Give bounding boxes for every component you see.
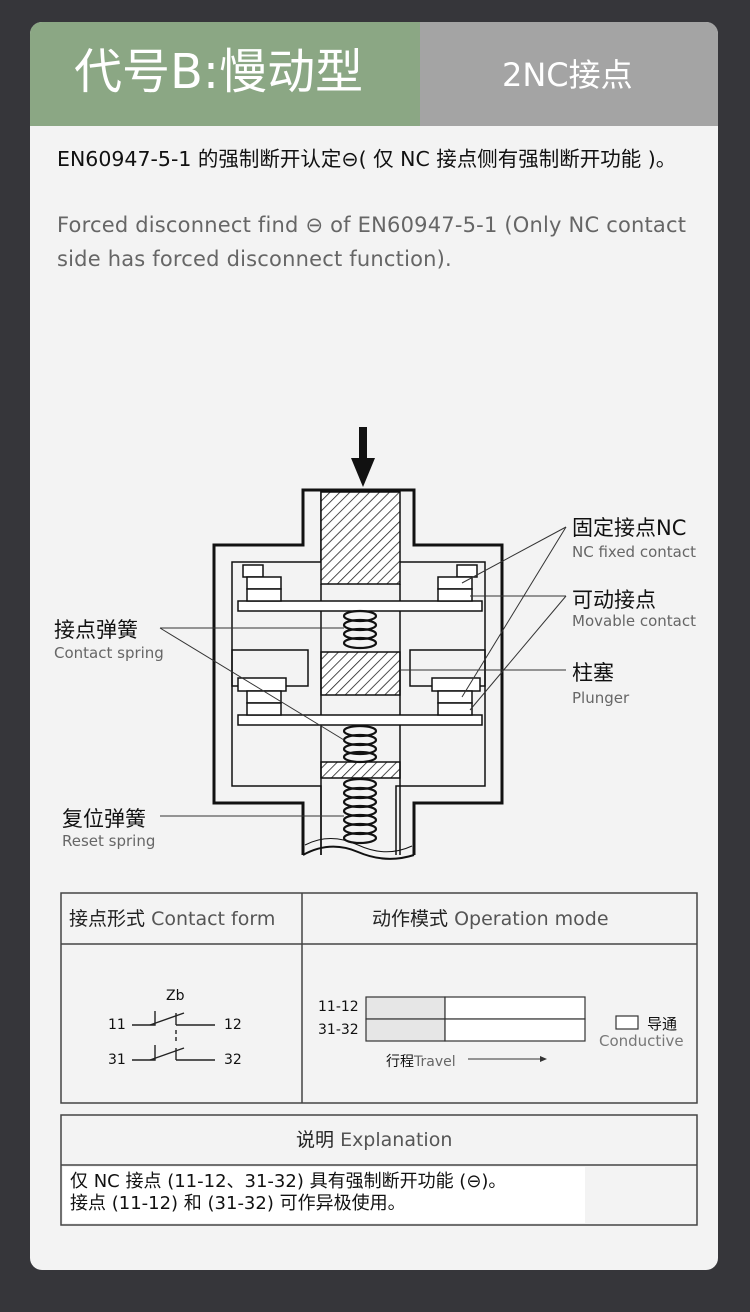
label-movable-cn: 可动接点: [572, 588, 656, 612]
legend-en: Conductive: [599, 1032, 684, 1050]
terminal-31: 31: [108, 1052, 126, 1068]
explanation-body: 仅 NC 接点 (11-12、31-32) 具有强制断开功能 (⊖)。 接点 (…: [70, 1171, 506, 1215]
terminal-11: 11: [108, 1017, 126, 1033]
label-contact-spring-en: Contact spring: [54, 644, 164, 662]
label-reset-spring-en: Reset spring: [62, 832, 156, 850]
contact-form-en: Contact form: [151, 908, 276, 930]
terminal-12: 12: [224, 1017, 242, 1033]
explanation-title-en: Explanation: [340, 1129, 453, 1151]
contact-form-header: 接点形式 Contact form: [69, 906, 275, 932]
label-contact-spring-cn: 接点弹簧: [54, 618, 138, 642]
terminal-32: 32: [224, 1052, 242, 1068]
label-reset-spring-cn: 复位弹簧: [62, 807, 146, 831]
travel-label: 行程Travel: [386, 1051, 456, 1071]
row-label-31-32: 31-32: [318, 1022, 359, 1038]
label-plunger-en: Plunger: [572, 689, 630, 707]
operation-mode-header: 动作模式 Operation mode: [372, 906, 609, 932]
operation-mode-en: Operation mode: [454, 908, 609, 930]
operation-mode-cn: 动作模式: [372, 908, 449, 930]
label-nc-fixed-cn: 固定接点NC: [572, 516, 687, 540]
explanation-line-1: 仅 NC 接点 (11-12、31-32) 具有强制断开功能 (⊖)。: [70, 1171, 507, 1192]
row-label-11-12: 11-12: [318, 999, 359, 1015]
symbol-label: Zb: [166, 988, 185, 1004]
header-contact-panel: 2NC接点: [420, 22, 718, 126]
label-movable-en: Movable contact: [572, 612, 697, 630]
legend-cn: 导通: [647, 1015, 678, 1033]
label-nc-fixed-en: NC fixed contact: [572, 543, 696, 561]
label-plunger-cn: 柱塞: [572, 661, 614, 685]
travel-en: Travel: [414, 1054, 456, 1070]
header-title-panel: 代号B:慢动型: [30, 22, 420, 126]
header-title: 代号B:慢动型: [74, 44, 364, 100]
header-contact-type: 2NC接点: [502, 56, 633, 94]
contact-form-cn: 接点形式: [69, 908, 146, 930]
explanation-line-2: 接点 (11-12) 和 (31-32) 可作异极使用。: [70, 1193, 406, 1214]
explanation-title-cn: 说明: [296, 1129, 335, 1151]
explanation-header: 说明 Explanation: [296, 1127, 452, 1153]
description-en: Forced disconnect find ⊖ of EN60947-5-1 …: [57, 213, 687, 271]
description-cn: EN60947-5-1 的强制断开认定⊖( 仅 NC 接点侧有强制断开功能 )。: [57, 147, 677, 171]
travel-cn: 行程: [386, 1054, 414, 1070]
